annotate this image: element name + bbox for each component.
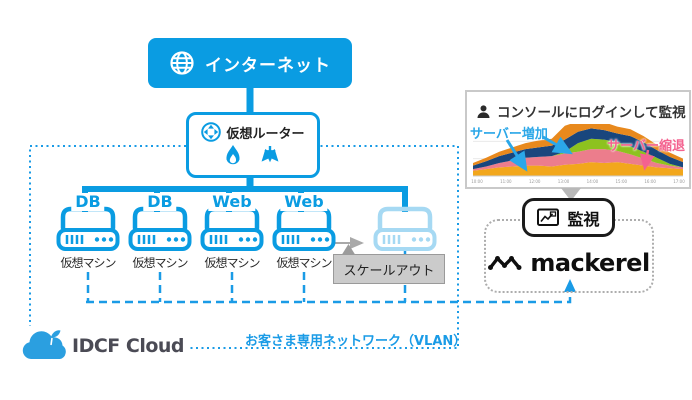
vm-name-label: 仮想マシン [276, 256, 332, 270]
virtual-router-node: 仮想ルーター [186, 112, 320, 178]
monitoring-node: 監視 [522, 198, 615, 237]
server-icon [128, 204, 192, 252]
svg-text:14:00: 14:00 [587, 179, 599, 184]
server-increase-annotation: サーバー増加 [470, 127, 548, 142]
console-monitor-panel: コンソールにログインして監視 10:00 11:00 12:00 13:00 14:00… [465, 90, 691, 189]
server-icon [272, 204, 336, 252]
mackerel-service-area: mackerel [484, 219, 654, 293]
virtual-router-label: 仮想ルーター [226, 126, 305, 142]
vm-name-label: 仮想マシン [204, 256, 260, 270]
vm-node-web1: Web 仮想マシン [198, 193, 266, 272]
vm-type-label: Web [280, 193, 328, 211]
console-monitor-title: コンソールにログインして監視 [497, 105, 686, 121]
scale-out-label: スケールアウト [343, 263, 435, 279]
internet-node: インターネット [148, 38, 352, 88]
vm-type-label: Web [208, 193, 256, 211]
scale-out-callout: スケールアウト [333, 254, 445, 284]
cloud-icon [20, 328, 66, 364]
vm-type-label: DB [71, 193, 105, 211]
server-icon [200, 204, 264, 252]
mackerel-logo: mackerel [486, 249, 652, 277]
vm-node-db2: DB 仮想マシン [126, 193, 194, 272]
monitoring-label: 監視 [567, 209, 600, 229]
idcf-cloud-label: IDCF Cloud [72, 335, 185, 357]
svg-text:12:00: 12:00 [529, 179, 541, 184]
firewall-flame-icon [224, 144, 242, 168]
vm-type-label: DB [143, 193, 177, 211]
svg-text:13:00: 13:00 [558, 179, 570, 184]
svg-text:11:00: 11:00 [500, 179, 512, 184]
idcf-cloud-logo: IDCF Cloud [14, 326, 191, 366]
vm-node-scaleout [371, 196, 439, 272]
mackerel-wordmark: mackerel [530, 249, 650, 277]
person-icon [477, 104, 490, 118]
load-balancer-icon [258, 145, 282, 167]
chevron-down-icon [561, 188, 581, 201]
vm-node-db1: DB 仮想マシン [54, 193, 122, 272]
vm-name-label: 仮想マシン [60, 256, 116, 270]
svg-text:16:00: 16:00 [644, 179, 656, 184]
router-icon [201, 122, 222, 142]
server-icon [56, 204, 120, 252]
svg-text:17:00: 17:00 [673, 179, 685, 184]
vm-node-web2: Web 仮想マシン [270, 193, 338, 272]
svg-text:10:00: 10:00 [471, 179, 483, 184]
globe-icon [169, 50, 195, 76]
server-icon-faded [373, 204, 437, 252]
server-decrease-annotation: サーバー縮退 [607, 139, 685, 154]
vlan-network-label: お客さま専用ネットワーク（VLAN） [245, 334, 467, 349]
svg-text:15:00: 15:00 [616, 179, 628, 184]
mackerel-zigzag-icon [488, 254, 522, 272]
chart-window-icon [537, 208, 560, 227]
internet-label: インターネット [205, 55, 331, 76]
vm-name-label: 仮想マシン [132, 256, 188, 270]
